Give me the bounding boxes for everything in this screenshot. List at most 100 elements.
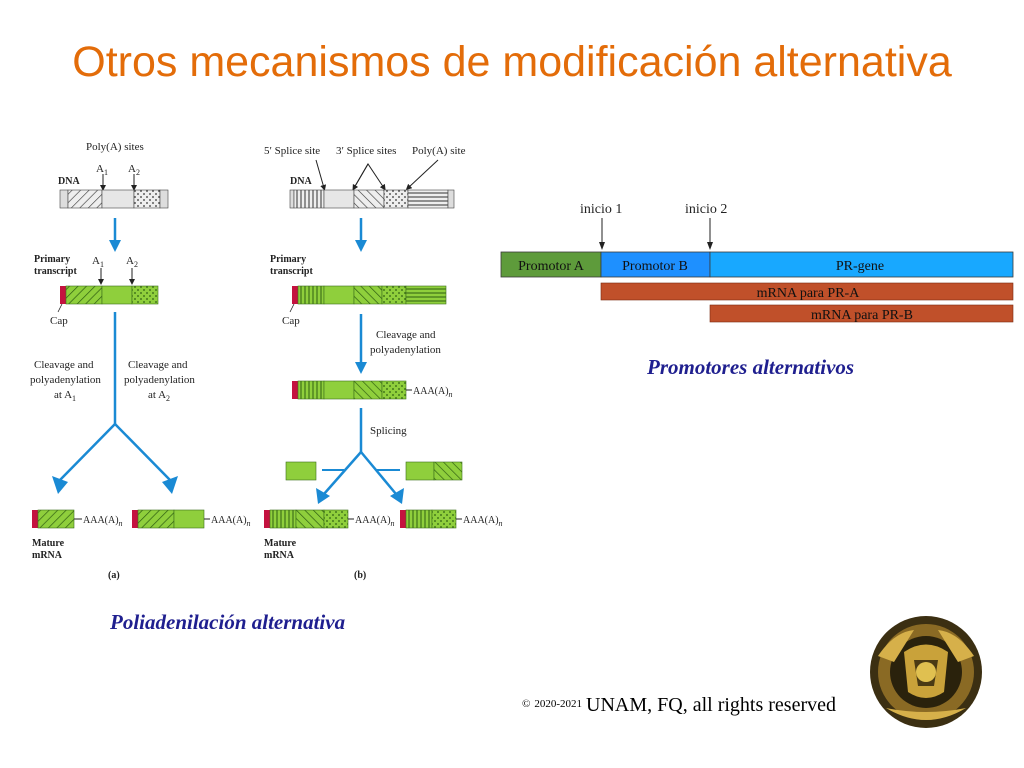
excised-exon bbox=[405, 461, 435, 481]
transcript-segment bbox=[353, 380, 383, 400]
cap bbox=[132, 510, 138, 528]
cap bbox=[32, 510, 38, 528]
copyright-symbol: © bbox=[522, 698, 531, 710]
polya-tail: AAA(A)n bbox=[211, 515, 251, 528]
cap-label-b: Cap bbox=[282, 315, 300, 327]
mature-label: Mature bbox=[32, 538, 65, 549]
mature-mrna-segment bbox=[295, 509, 325, 529]
dna-segment bbox=[101, 189, 135, 209]
transcript-segment bbox=[323, 380, 355, 400]
polya-sites-label: Poly(A) sites bbox=[86, 141, 144, 153]
transcript-segment bbox=[353, 285, 383, 305]
mrna-label-b: mRNA bbox=[264, 550, 295, 561]
slide-title: Otros mecanismos de modificación alterna… bbox=[72, 38, 952, 86]
polyadenylation-diagram: Poly(A) sites A1 A2 DNA Primary transcri… bbox=[30, 141, 503, 581]
promoter-b-box bbox=[600, 251, 711, 278]
dna-segment bbox=[293, 189, 325, 209]
dna-segment bbox=[289, 189, 295, 209]
mrna-b-bar bbox=[709, 304, 1014, 323]
start1-label: inicio 1 bbox=[580, 202, 622, 217]
cleavage-text-a2: at A2 bbox=[148, 389, 170, 403]
polya-tail: AAA(A)n bbox=[463, 515, 503, 528]
polya-tail: AAA(A)n bbox=[355, 515, 395, 528]
mature-mrna-segment bbox=[431, 509, 457, 529]
cleavage-text-b: polyadenylation bbox=[370, 344, 441, 356]
gene-label: PR-gene bbox=[836, 259, 884, 274]
transcript-segment bbox=[297, 380, 325, 400]
mrna-b-label: mRNA para PR-B bbox=[811, 308, 913, 323]
dna-segment bbox=[353, 189, 385, 209]
cap bbox=[292, 286, 298, 304]
mature-mrna-segment bbox=[269, 509, 297, 529]
dna-label: DNA bbox=[58, 176, 80, 187]
splice5-label: 5′ Splice site bbox=[264, 145, 320, 157]
mature-mrna-segment bbox=[173, 509, 205, 529]
splicing-text: Splicing bbox=[370, 425, 407, 437]
polya-site-label: Poly(A) site bbox=[412, 145, 466, 157]
mrna-a-label: mRNA para PR-A bbox=[757, 286, 861, 301]
mature-mrna-segment bbox=[137, 509, 175, 529]
panel-a-label: (a) bbox=[108, 570, 120, 581]
primary-label: Primary bbox=[34, 254, 70, 265]
primary-label-b: Primary bbox=[270, 254, 306, 265]
mature-mrna-segment bbox=[37, 509, 75, 529]
gene-box bbox=[709, 251, 1014, 278]
unam-seal-icon bbox=[870, 616, 982, 728]
dna-segment bbox=[383, 189, 409, 209]
cleavage-text-b: Cleavage and bbox=[376, 329, 436, 341]
a1-label-2: A1 bbox=[92, 255, 104, 269]
transcript-segment bbox=[131, 285, 159, 305]
a2-label-2: A2 bbox=[126, 255, 138, 269]
cap bbox=[292, 381, 298, 399]
dna-segment bbox=[67, 189, 103, 209]
copyright-years: 2020-2021 bbox=[534, 698, 583, 710]
cleavage-text-a1: Cleavage and bbox=[34, 359, 94, 371]
transcript-segment bbox=[381, 380, 407, 400]
mature-label-b: Mature bbox=[264, 538, 297, 549]
cap-label: Cap bbox=[50, 315, 68, 327]
cap bbox=[400, 510, 406, 528]
panel-a: Poly(A) sites A1 A2 DNA Primary transcri… bbox=[30, 141, 251, 581]
transcript-segment bbox=[101, 285, 133, 305]
cap bbox=[264, 510, 270, 528]
mrna-a-bar bbox=[600, 282, 1014, 301]
polya-tail: AAA(A)n bbox=[413, 386, 453, 399]
mature-mrna-segment bbox=[323, 509, 349, 529]
panel-b-label: (b) bbox=[354, 570, 366, 581]
excised-exon bbox=[433, 461, 463, 481]
mature-mrna-segment bbox=[405, 509, 433, 529]
cleavage-text-a1: at A1 bbox=[54, 389, 76, 403]
transcript-label-b: transcript bbox=[270, 266, 313, 277]
cleavage-text-a1: polyadenylation bbox=[30, 374, 101, 386]
transcript-segment bbox=[405, 285, 447, 305]
transcript-segment bbox=[297, 285, 325, 305]
dna-segment bbox=[407, 189, 449, 209]
polya-tail: AAA(A)n bbox=[83, 515, 123, 528]
panel-b: 5′ Splice site 3′ Splice sites Poly(A) s… bbox=[264, 145, 503, 581]
dna-segment bbox=[159, 189, 169, 209]
excised-exon bbox=[285, 461, 317, 481]
splice3-label: 3′ Splice sites bbox=[336, 145, 396, 157]
transcript-segment bbox=[381, 285, 407, 305]
start2-label: inicio 2 bbox=[685, 202, 727, 217]
mrna-label: mRNA bbox=[32, 550, 63, 561]
promoter-a-box bbox=[500, 251, 602, 278]
transcript-segment bbox=[323, 285, 355, 305]
promoter-a-label: Promotor A bbox=[518, 259, 585, 274]
cleavage-text-a2: polyadenylation bbox=[124, 374, 195, 386]
cleavage-text-a2: Cleavage and bbox=[128, 359, 188, 371]
a1-label: A1 bbox=[96, 163, 108, 177]
copyright-text: UNAM, FQ, all rights reserved bbox=[586, 694, 836, 716]
promoters-diagram: inicio 1 inicio 2 Promotor A Promotor B … bbox=[500, 202, 1014, 323]
dna-segment bbox=[447, 189, 455, 209]
cap bbox=[60, 286, 66, 304]
transcript-label: transcript bbox=[34, 266, 77, 277]
caption-promoters: Promotores alternativos bbox=[647, 355, 855, 379]
dna-segment bbox=[133, 189, 161, 209]
transcript-segment bbox=[65, 285, 103, 305]
a2-label: A2 bbox=[128, 163, 140, 177]
dna-segment bbox=[59, 189, 69, 209]
caption-polyadenylation: Poliadenilación alternativa bbox=[110, 610, 346, 634]
promoter-b-label: Promotor B bbox=[622, 259, 688, 274]
